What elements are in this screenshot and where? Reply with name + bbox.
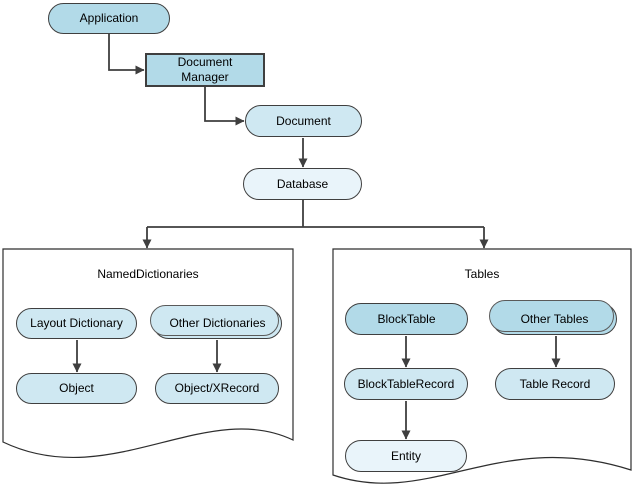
document-manager-line2: Manager	[181, 70, 229, 84]
node-layout-dictionary: Layout Dictionary	[16, 308, 137, 339]
node-other-dictionaries: Other Dictionaries	[150, 305, 282, 339]
tables-title: Tables	[464, 267, 500, 281]
node-document-manager: Document Manager	[145, 53, 265, 87]
node-object-xrecord: Object/XRecord	[155, 373, 279, 404]
node-database: Database	[243, 168, 362, 200]
document-manager-line1: Document	[177, 55, 233, 69]
connector-database-branch	[147, 200, 484, 228]
named-dictionaries-container	[2, 248, 294, 459]
node-object: Object	[16, 373, 137, 404]
connector-document-manager-to-document	[204, 87, 245, 126]
node-block-table: BlockTable	[345, 303, 468, 335]
node-block-table-record: BlockTableRecord	[344, 368, 468, 400]
node-application: Application	[48, 3, 170, 34]
node-document: Document	[245, 105, 362, 137]
node-table-record: Table Record	[495, 368, 615, 400]
node-other-tables: Other Tables	[489, 300, 617, 335]
connector-application-to-document-manager	[108, 34, 145, 75]
named-dictionaries-title: NamedDictionaries	[97, 267, 199, 281]
node-entity: Entity	[345, 440, 467, 472]
